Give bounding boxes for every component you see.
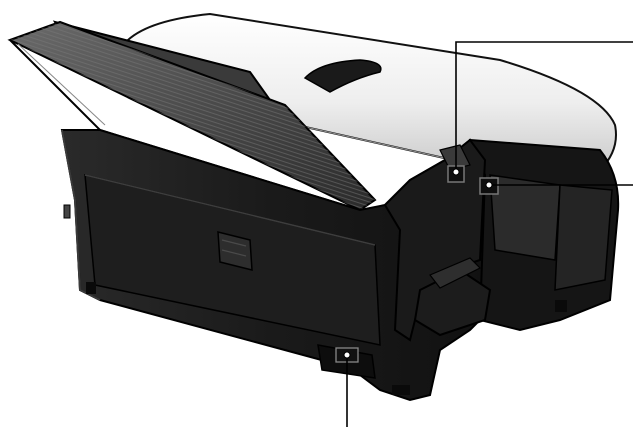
cover-handle xyxy=(303,59,382,93)
right-side-body xyxy=(468,138,620,332)
callout-lines xyxy=(343,41,633,427)
printer-feet xyxy=(86,282,567,395)
top-right-callout xyxy=(455,41,633,170)
port-tower xyxy=(383,138,499,342)
